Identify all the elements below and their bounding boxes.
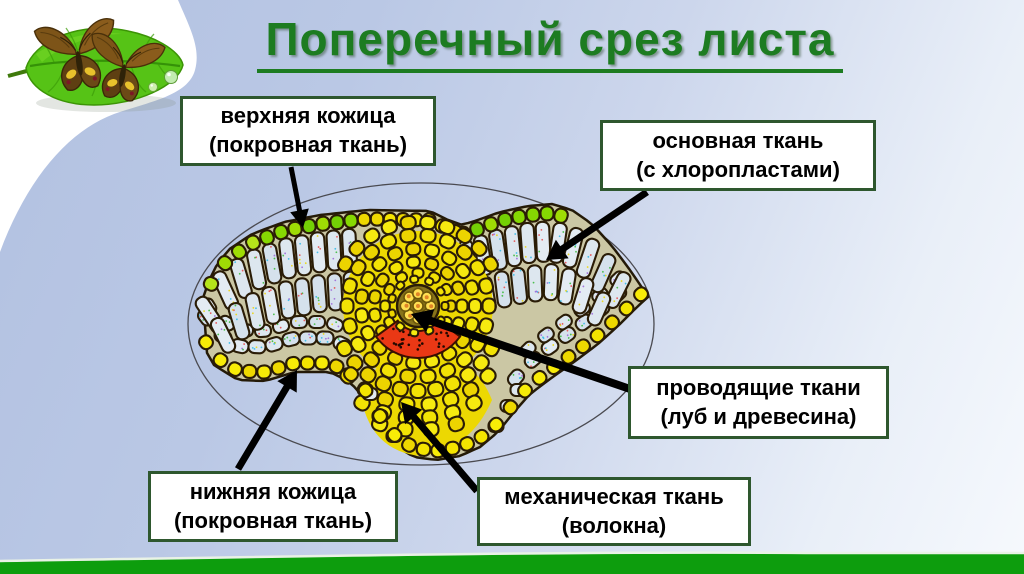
arrow-ground-tissue	[546, 189, 649, 260]
label-line: проводящие ткани	[656, 374, 861, 400]
label-vascular-tissue: проводящие ткани (луб и древесина)	[628, 366, 889, 439]
leaf-midvein	[29, 59, 181, 68]
diagram-arrows	[234, 166, 649, 494]
label-line: верхняя кожица	[220, 103, 396, 129]
label-line: механическая ткань	[504, 483, 724, 509]
label-mechanical-tissue: механическая ткань (волокна)	[477, 477, 751, 546]
water-drop	[164, 70, 178, 84]
drop-highlight	[150, 84, 153, 87]
arrow-lower-epidermis	[234, 370, 297, 471]
label-line: нижняя кожица	[189, 478, 357, 504]
label-line: (покровная ткань)	[208, 132, 408, 157]
footer-band	[0, 551, 1024, 574]
arrow-upper-epidermis	[288, 166, 309, 228]
arrow-mechanical-tissue	[401, 402, 480, 494]
label-line: (с хлоропластами)	[636, 156, 840, 182]
slide-title-text: Поперечный срез листа	[257, 12, 843, 73]
water-drop	[148, 82, 158, 92]
label-line: (покровная ткань)	[173, 507, 373, 533]
label-ground-tissue: основная ткань (с хлоропластами)	[600, 120, 876, 191]
butterfly-icon	[91, 32, 166, 102]
label-line: (луб и древесина)	[660, 403, 857, 429]
arrow-vascular-tissue	[411, 309, 632, 393]
butterflies-leaf-image	[7, 18, 184, 112]
label-upper-epidermis: верхняя кожица (покровная ткань)	[180, 96, 436, 166]
label-line: основная ткань	[652, 127, 824, 153]
label-lower-epidermis: нижняя кожица (покровная ткань)	[148, 471, 398, 542]
drop-highlight	[167, 72, 171, 77]
vascular-bundle	[335, 214, 501, 456]
label-line: (волокна)	[561, 512, 667, 538]
page-title: Поперечный срез листа	[225, 12, 875, 73]
butterfly-icon	[33, 18, 115, 92]
